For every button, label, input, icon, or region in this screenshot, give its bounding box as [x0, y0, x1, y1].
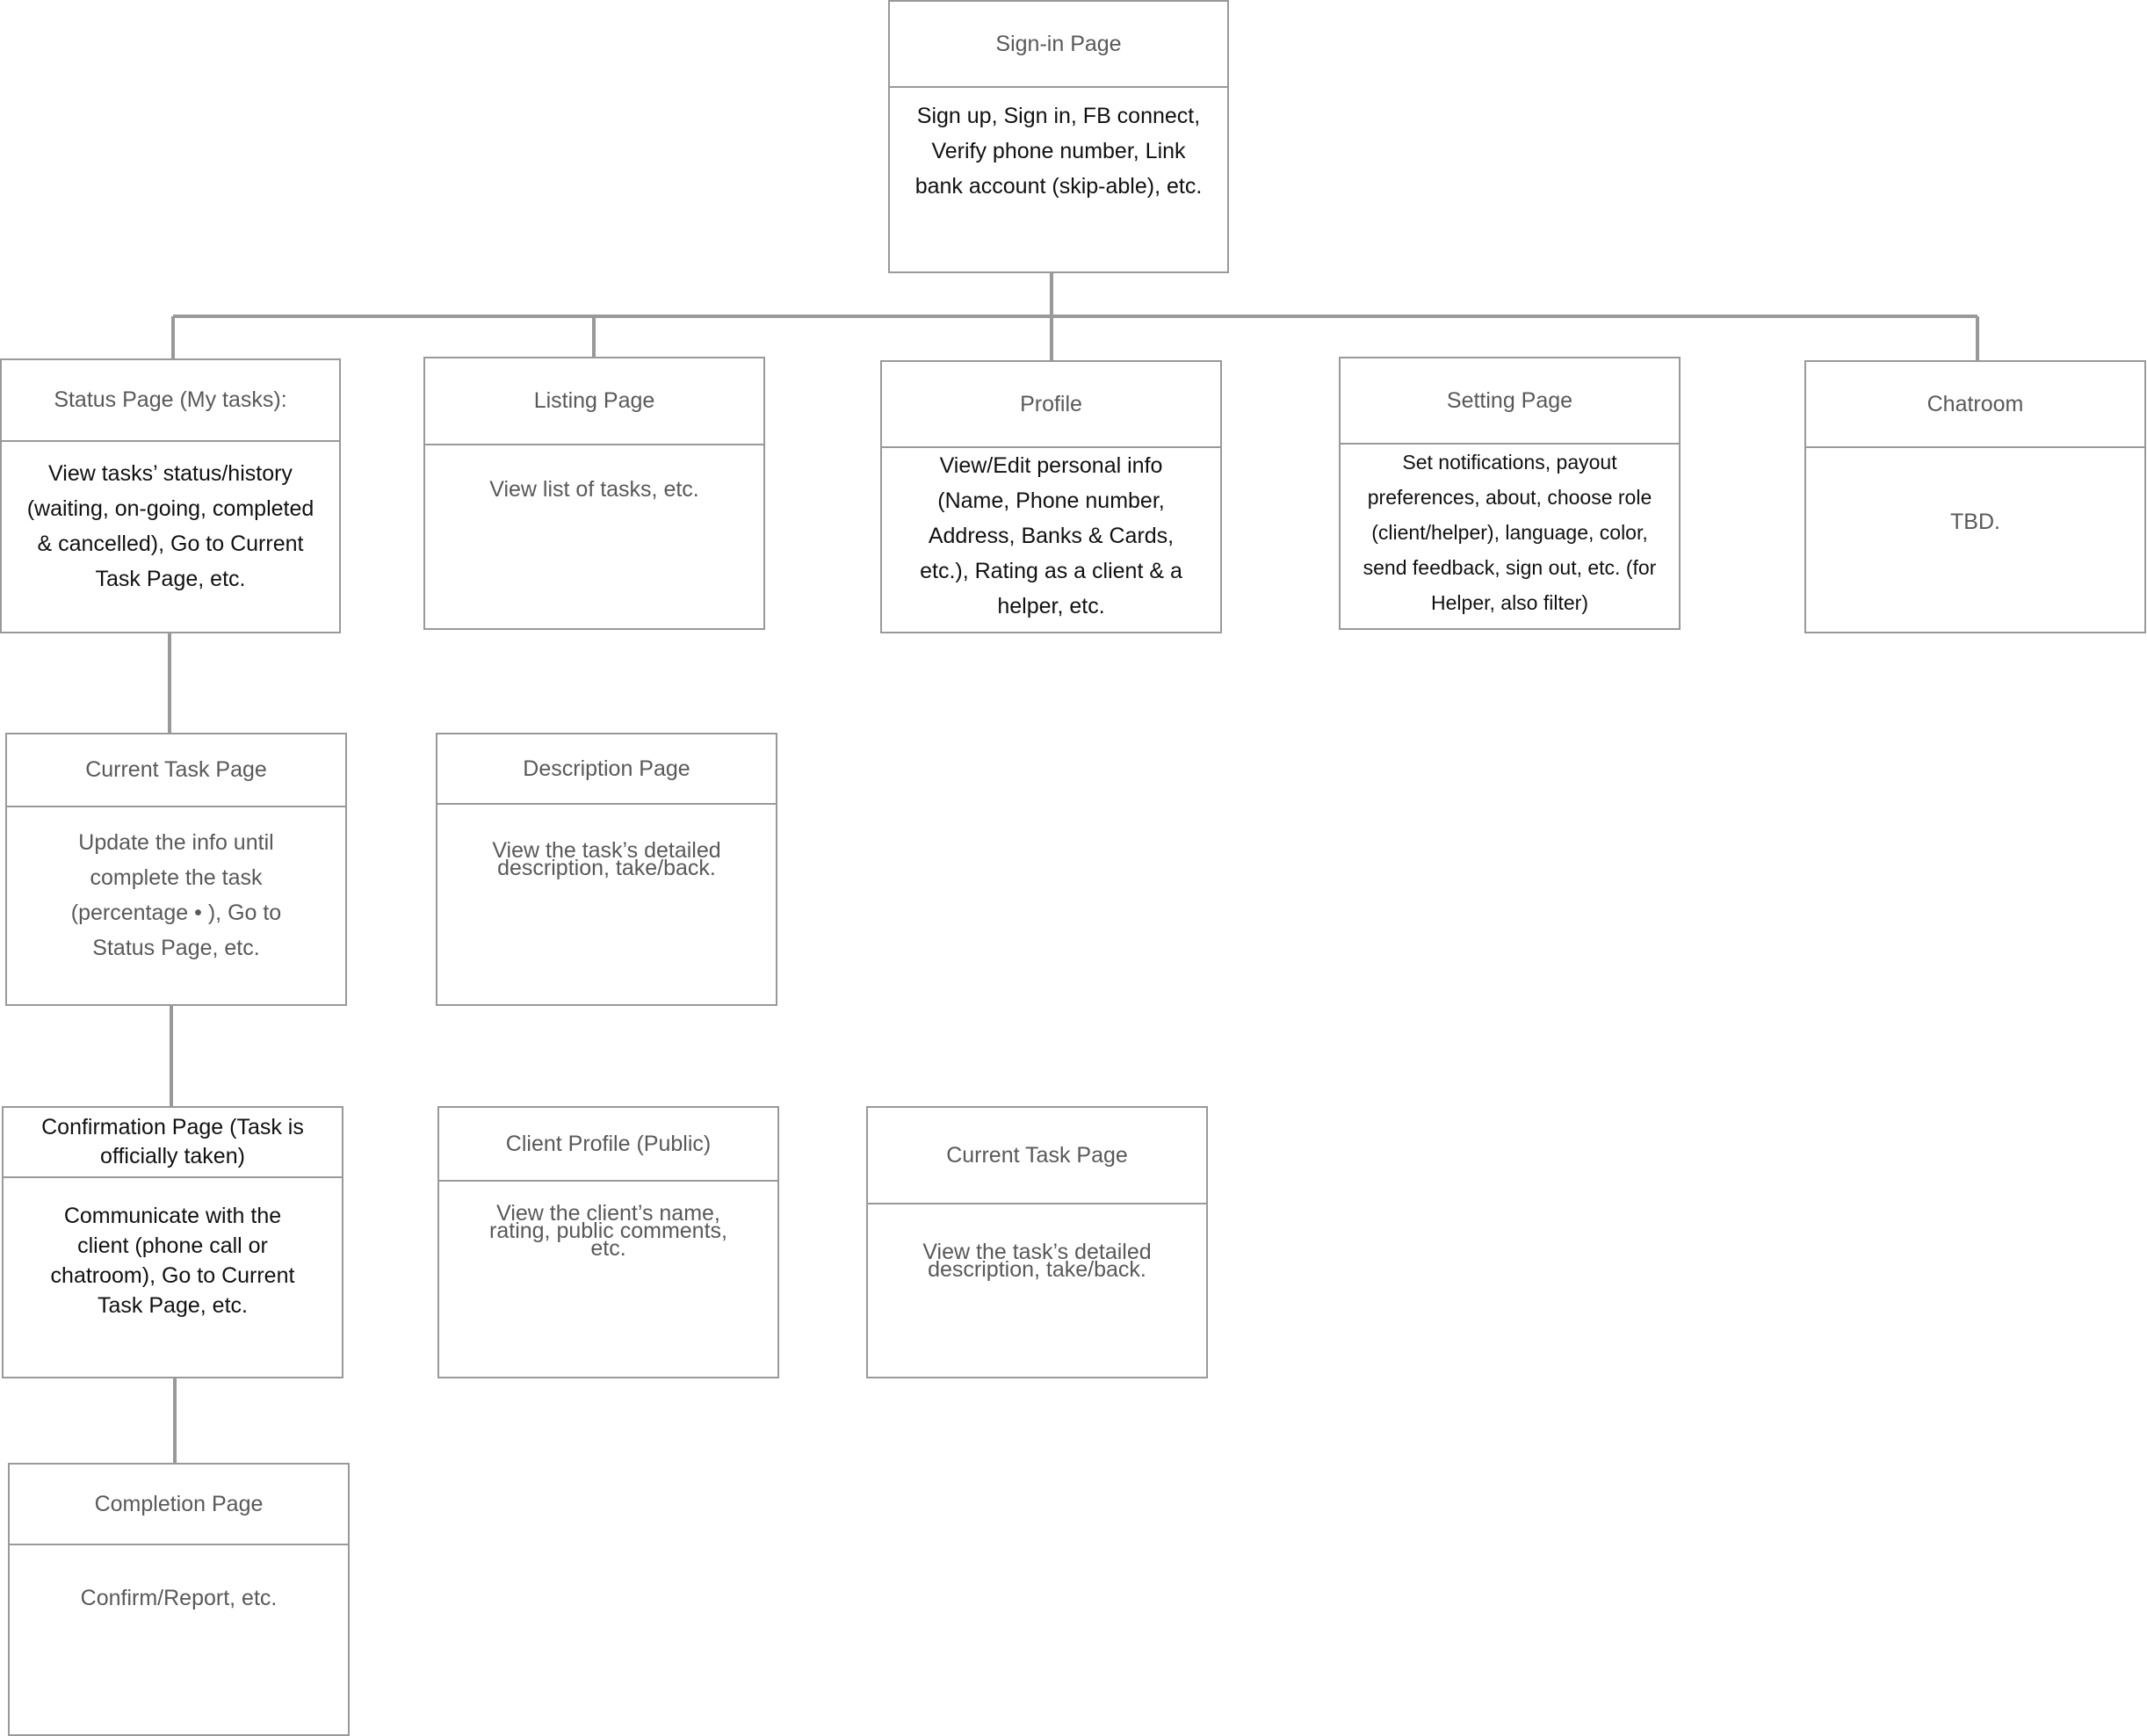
listing-page-node: Listing Page View list of tasks, etc. [423, 357, 765, 630]
description-page-node: Description Page View the task’s detaile… [436, 733, 777, 1006]
status-page-node: Status Page (My tasks): View tasks’ stat… [0, 358, 341, 633]
node-title: Current Task Page [868, 1108, 1206, 1204]
node-title: Chatroom [1806, 362, 2144, 448]
node-title: Client Profile (Public) [439, 1108, 777, 1182]
node-title: Completion Page [10, 1465, 348, 1545]
confirmation-page-node: Confirmation Page (Task is officially ta… [2, 1106, 343, 1378]
node-body: Set notifications, payout preferences, a… [1363, 451, 1657, 614]
node-title: Confirmation Page (Task is officially ta… [4, 1108, 342, 1178]
node-body: View tasks’ status/history (waiting, on-… [26, 461, 314, 591]
completion-page-node: Completion Page Confirm/Report, etc. [8, 1463, 350, 1736]
node-body: TBD. [1950, 510, 2000, 534]
node-body: Sign up, Sign in, FB connect, Verify pho… [914, 104, 1203, 199]
node-title: Current Task Page [7, 734, 345, 807]
current-task-page-node: Current Task Page View the task’s detail… [866, 1106, 1208, 1378]
chatroom-node: Chatroom TBD. [1804, 360, 2146, 633]
node-title: Description Page [437, 734, 776, 805]
node-body: View list of tasks, etc. [489, 477, 699, 502]
node-title: Status Page (My tasks): [2, 360, 339, 442]
node-body: Communicate with the client (phone call … [50, 1204, 295, 1318]
node-title: Sign-in Page [890, 2, 1227, 88]
node-title: Setting Page [1341, 358, 1679, 445]
node-title: Profile [882, 362, 1220, 448]
setting-page-node: Setting Page Set notifications, payout p… [1339, 357, 1681, 630]
node-body: View the client’s name, rating, public c… [489, 1201, 727, 1261]
node-body: View/Edit personal info (Name, Phone num… [920, 453, 1182, 618]
node-body: View the task’s detailed description, ta… [492, 838, 721, 880]
node-body: Update the info until complete the task … [70, 830, 282, 960]
node-body: Confirm/Report, etc. [80, 1586, 278, 1610]
signin-page-node: Sign-in Page Sign up, Sign in, FB connec… [888, 0, 1229, 273]
client-profile-node: Client Profile (Public) View the client’… [437, 1106, 779, 1378]
current-task-page-node: Current Task Page Update the info until … [5, 733, 347, 1006]
node-body: View the task’s detailed description, ta… [922, 1240, 1152, 1282]
node-title: Listing Page [425, 358, 763, 445]
profile-node: Profile View/Edit personal info (Name, P… [880, 360, 1222, 633]
